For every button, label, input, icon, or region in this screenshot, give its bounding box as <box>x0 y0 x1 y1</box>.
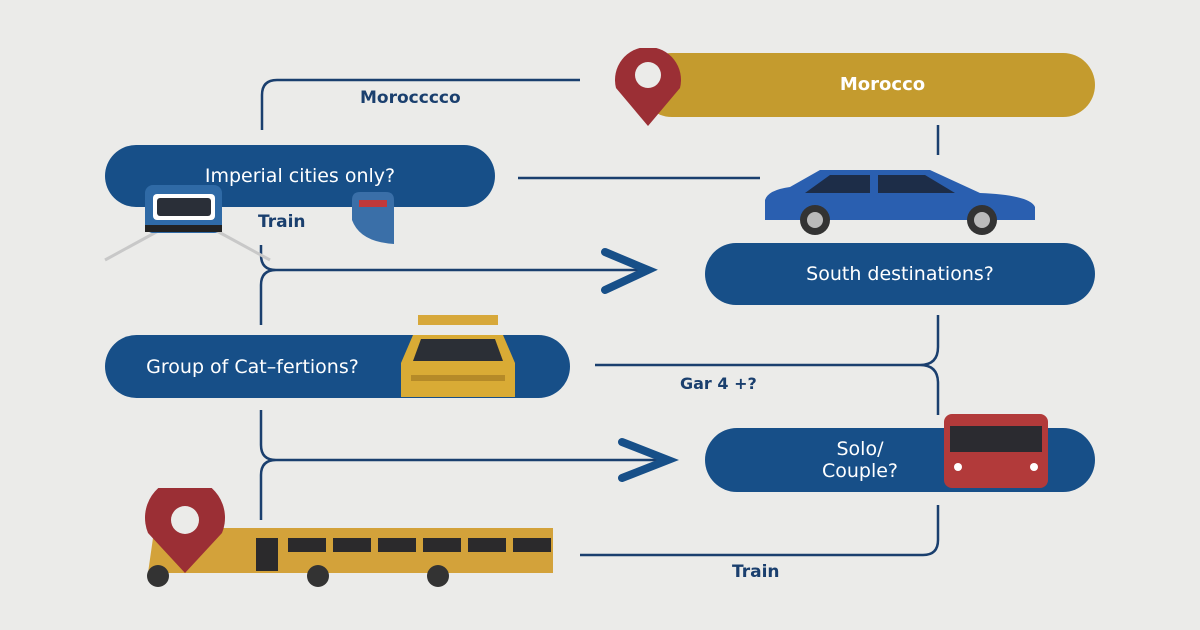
node-south-destinations[interactable]: South destinations? <box>705 243 1095 305</box>
connector-group-solo <box>259 410 668 520</box>
node-south-label: South destinations? <box>806 263 994 285</box>
label-train-bottom: Train <box>732 562 780 582</box>
arrow-chevron-icon <box>601 248 658 294</box>
node-group-label: Group of Cat–fertions? <box>146 355 359 378</box>
coach-bus-icon <box>145 488 553 587</box>
connector-top <box>260 78 580 130</box>
train-icon <box>104 185 271 262</box>
map-pin-icon <box>615 48 681 126</box>
taxi-icon <box>401 315 515 397</box>
node-imperial-label: Imperial cities only? <box>204 165 396 187</box>
arrow-chevron-icon <box>618 438 679 482</box>
connector-solo-train <box>580 505 940 557</box>
node-morocco-label: Morocco <box>839 74 926 95</box>
label-morocco-top: Morocccco <box>360 88 461 108</box>
node-solo-label: Solo/ Couple? <box>821 438 899 482</box>
connector-group-south <box>595 315 940 415</box>
ticket-icon <box>352 192 394 244</box>
node-morocco[interactable]: Morocco <box>640 53 1095 117</box>
label-train-left: Train <box>258 212 306 232</box>
label-group-branch: Gar 4 +? <box>680 374 757 393</box>
car-icon <box>765 170 1035 235</box>
bus-icon <box>944 414 1048 488</box>
